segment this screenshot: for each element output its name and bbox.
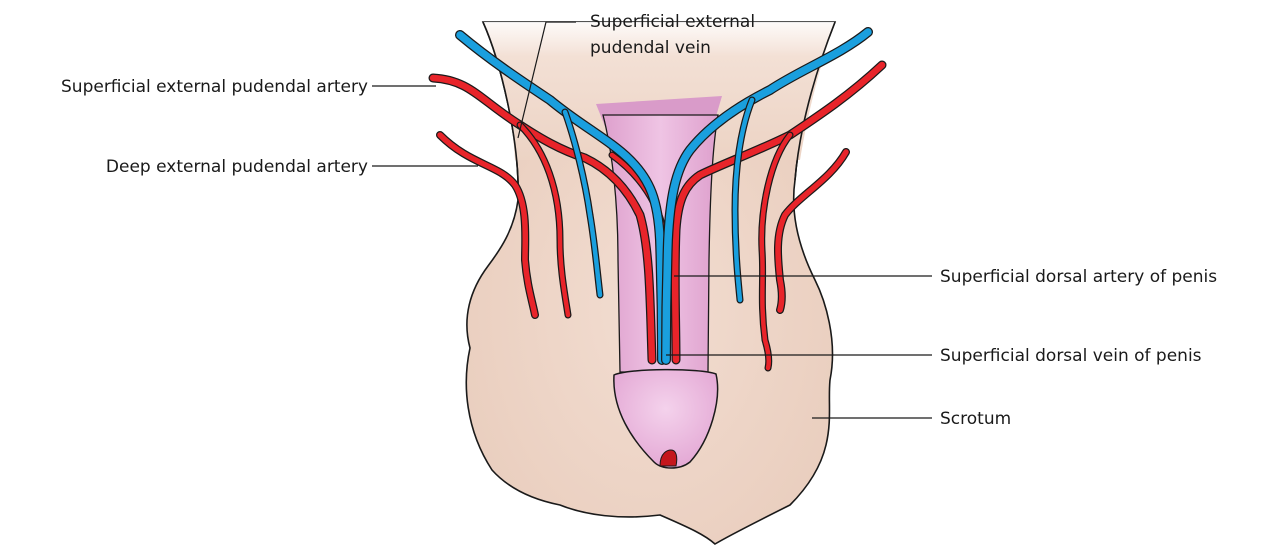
label-scrotum: Scrotum [940,409,1011,429]
label-sep-vein-line2: pudendal vein [590,38,711,58]
label-sep-vein-line1: Superficial external [590,12,755,32]
label-sd-vein: Superficial dorsal vein of penis [940,346,1202,366]
label-sd-artery: Superficial dorsal artery of penis [940,267,1217,287]
label-sep-artery: Superficial external pudendal artery [61,77,368,97]
label-dep-artery: Deep external pudendal artery [106,157,368,177]
